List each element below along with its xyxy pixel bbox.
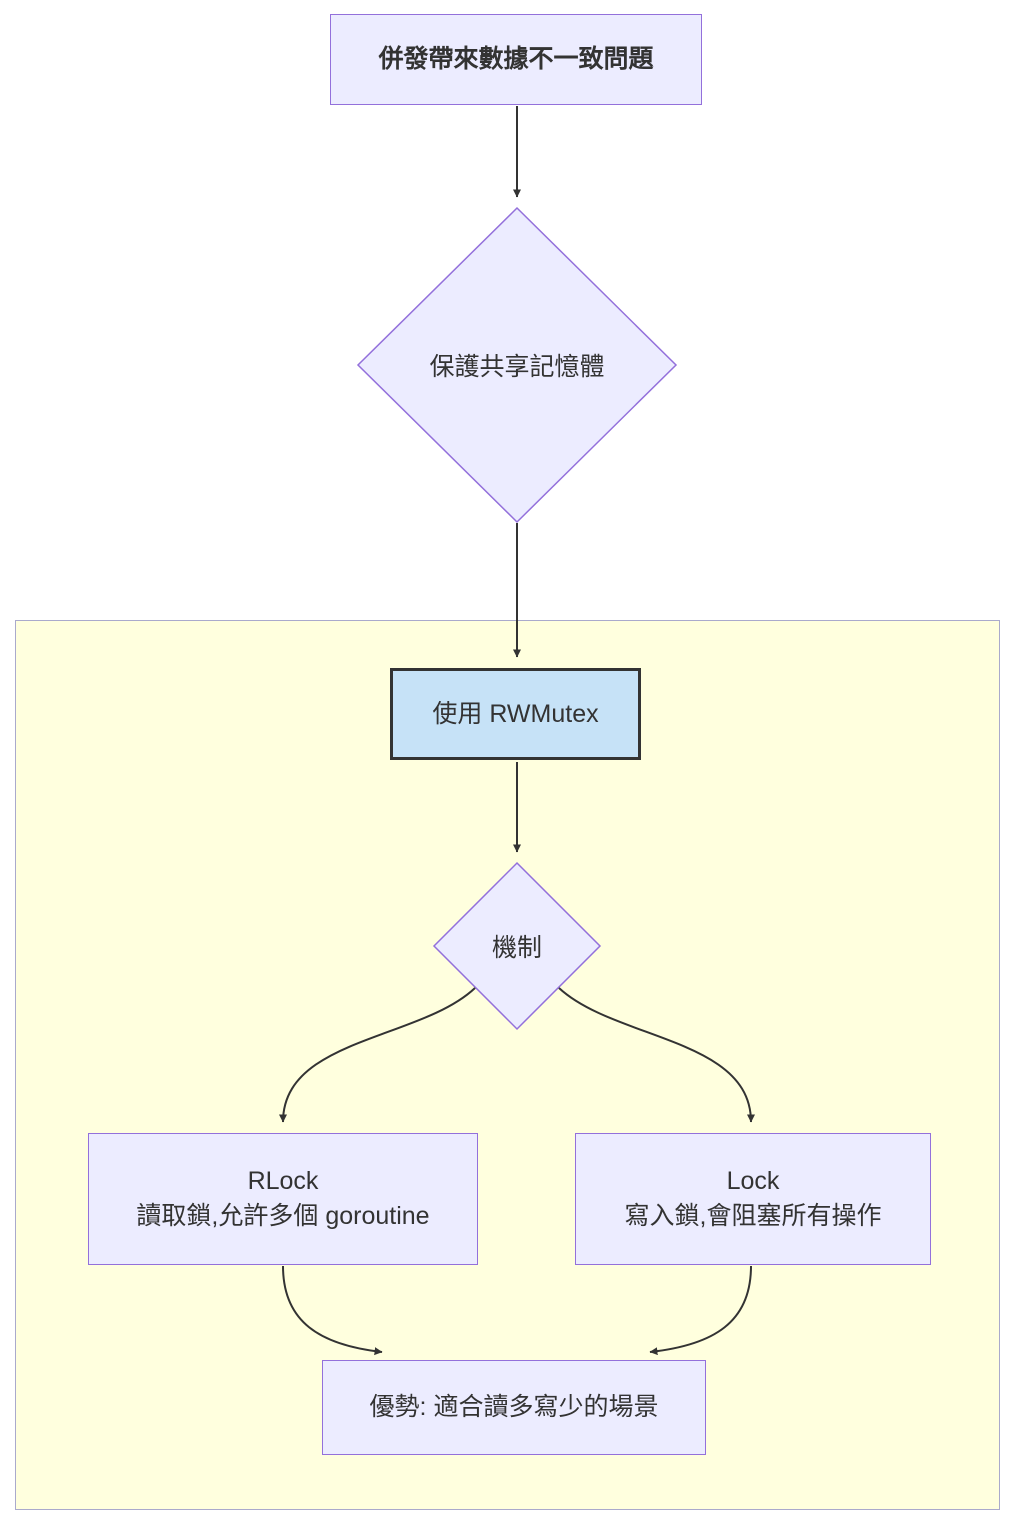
node-advantage-label: 優勢: 適合讀多寫少的場景 [369, 1393, 659, 1421]
node-rlock: RLock 讀取鎖,允許多個 goroutine [88, 1133, 478, 1265]
node-lock: Lock 寫入鎖,會阻塞所有操作 [575, 1133, 931, 1265]
node-rwmutex: 使用 RWMutex [390, 668, 641, 760]
node-problem-label: 併發帶來數據不一致問題 [378, 45, 654, 73]
node-lock-title: Lock [726, 1167, 780, 1195]
edge-mechanism-to-lock [558, 987, 755, 1123]
decision-protect-diamond [356, 206, 678, 524]
node-lock-desc: 寫入鎖,會阻塞所有操作 [624, 1202, 882, 1230]
node-problem: 併發帶來數據不一致問題 [330, 14, 702, 105]
edge-rlock-to-advantage [282, 1265, 383, 1356]
node-rlock-desc: 讀取鎖,允許多個 goroutine [136, 1202, 430, 1230]
decision-mechanism-label: 機制 [491, 934, 542, 962]
node-advantage: 優勢: 適合讀多寫少的場景 [322, 1360, 706, 1455]
node-rlock-title: RLock [247, 1167, 319, 1195]
edge-lock-to-advantage [649, 1265, 752, 1356]
node-rwmutex-label: 使用 RWMutex [432, 699, 599, 728]
edge-mechanism-to-rlock [279, 987, 476, 1123]
decision-protect-label: 保護共享記憶體 [429, 353, 605, 381]
decision-mechanism-diamond [432, 861, 602, 1031]
